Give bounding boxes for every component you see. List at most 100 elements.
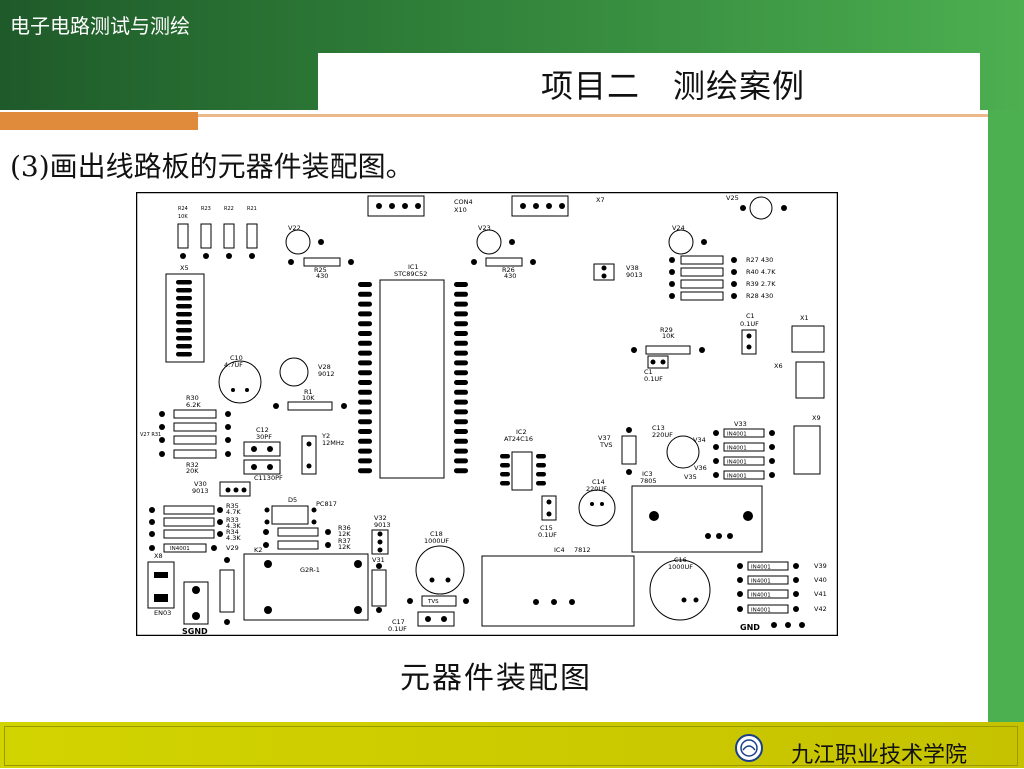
svg-text:9013: 9013 (374, 521, 391, 529)
svg-text:V36: V36 (694, 464, 707, 472)
svg-text:IN4001: IN4001 (751, 565, 771, 571)
svg-text:1000UF: 1000UF (424, 537, 449, 545)
svg-text:C1: C1 (644, 368, 653, 376)
svg-text:30PF: 30PF (256, 433, 272, 441)
svg-text:V23: V23 (478, 224, 491, 232)
svg-text:R22: R22 (224, 206, 234, 212)
svg-text:V24: V24 (672, 224, 685, 232)
diagram-caption: 元器件装配图 (400, 661, 592, 696)
svg-text:V22: V22 (288, 224, 301, 232)
svg-text:R28 430: R28 430 (746, 292, 773, 300)
svg-text:7805: 7805 (640, 477, 657, 485)
svg-text:V33: V33 (734, 420, 747, 428)
svg-text:C13: C13 (652, 424, 665, 432)
svg-text:IN4001: IN4001 (727, 446, 747, 452)
svg-text:D5: D5 (288, 496, 297, 504)
svg-text:9012: 9012 (318, 370, 335, 378)
svg-text:7812: 7812 (574, 546, 591, 554)
svg-text:SGND: SGND (182, 627, 208, 636)
svg-text:430: 430 (316, 272, 328, 280)
svg-text:X9: X9 (812, 414, 821, 422)
svg-text:X1: X1 (800, 314, 809, 322)
svg-text:R27 430: R27 430 (746, 256, 773, 264)
svg-text:0.1UF: 0.1UF (740, 320, 759, 328)
svg-text:R35: R35 (226, 502, 239, 510)
svg-text:C14: C14 (592, 478, 605, 486)
svg-text:20K: 20K (186, 467, 199, 475)
svg-text:G2R-1: G2R-1 (300, 566, 320, 574)
svg-text:R32: R32 (186, 461, 199, 469)
svg-text:X8: X8 (154, 552, 163, 560)
capacitor-c18 (415, 545, 465, 595)
svg-text:V40: V40 (814, 576, 827, 584)
connector-x7 (511, 195, 569, 217)
svg-text:TVS: TVS (599, 441, 613, 449)
svg-text:AT24C16: AT24C16 (504, 435, 533, 443)
svg-text:V29: V29 (226, 544, 239, 552)
svg-text:V41: V41 (814, 590, 827, 598)
svg-text:C1130PF: C1130PF (254, 474, 283, 482)
right-green-strip (988, 110, 1024, 725)
svg-text:V28: V28 (318, 363, 331, 371)
svg-text:R1: R1 (304, 388, 313, 396)
svg-text:IC4: IC4 (554, 546, 565, 554)
svg-text:R25: R25 (314, 266, 327, 274)
svg-text:V31: V31 (372, 556, 385, 564)
svg-text:IN4001: IN4001 (727, 432, 747, 438)
svg-text:IN4001: IN4001 (751, 593, 771, 599)
school-name: 九江职业技术学院 (790, 743, 967, 768)
svg-text:IC1: IC1 (408, 263, 419, 271)
svg-text:V27 R31: V27 R31 (140, 432, 161, 438)
svg-text:C10: C10 (230, 354, 243, 362)
svg-text:R40 4.7K: R40 4.7K (746, 268, 776, 276)
svg-text:9013: 9013 (626, 271, 643, 279)
svg-text:430: 430 (504, 272, 516, 280)
svg-text:R37: R37 (338, 537, 351, 545)
svg-text:R30: R30 (186, 394, 199, 402)
svg-text:10K: 10K (302, 394, 315, 402)
svg-text:C17: C17 (392, 618, 405, 626)
capacitor-c16 (649, 559, 711, 621)
svg-text:R21: R21 (247, 206, 257, 212)
svg-text:TVS: TVS (427, 599, 439, 605)
svg-text:V25: V25 (726, 194, 739, 202)
svg-text:R24: R24 (178, 206, 188, 212)
svg-text:4.3K: 4.3K (226, 534, 241, 542)
svg-text:V37: V37 (598, 434, 611, 442)
relay-k2 (243, 553, 369, 621)
svg-text:C12: C12 (256, 426, 269, 434)
svg-text:V30: V30 (194, 480, 207, 488)
svg-text:R23: R23 (201, 206, 211, 212)
svg-text:10K: 10K (662, 332, 675, 340)
svg-text:C1: C1 (746, 312, 755, 320)
svg-text:IC3: IC3 (642, 470, 653, 478)
svg-text:4.3K: 4.3K (226, 522, 241, 530)
pcb-assembly-diagram: CON4 X10 X7 V25 R24 R23 R22 R21 10K V22 … (136, 192, 838, 636)
transistor-v28 (279, 357, 309, 387)
svg-text:R26: R26 (502, 266, 515, 274)
connector-x5 (165, 273, 205, 363)
svg-text:6.2K: 6.2K (186, 401, 201, 409)
svg-text:IN4001: IN4001 (170, 546, 190, 552)
svg-text:IN4001: IN4001 (727, 474, 747, 480)
regulator-ic3 (631, 485, 763, 553)
svg-text:10K: 10K (178, 214, 188, 220)
svg-text:0.1UF: 0.1UF (538, 531, 557, 539)
svg-text:PC817: PC817 (316, 500, 337, 508)
ic1-chip (379, 279, 445, 479)
footer-frame: 九江职业技术学院 (4, 726, 1018, 768)
svg-text:4.7UF: 4.7UF (224, 361, 243, 369)
subtitle: (3)画出线路板的元器件装配图。 (10, 150, 414, 183)
capacitor-c13 (666, 435, 700, 469)
svg-text:V38: V38 (626, 264, 639, 272)
title-box: 项目二 测绘案例 (318, 53, 980, 110)
svg-text:12MHz: 12MHz (322, 439, 345, 447)
connector-x10 (367, 195, 425, 217)
svg-text:0.1UF: 0.1UF (388, 625, 407, 633)
school-logo-icon (735, 734, 763, 762)
svg-text:EN03: EN03 (154, 609, 171, 617)
svg-text:V35: V35 (684, 473, 697, 481)
svg-text:12K: 12K (338, 530, 351, 538)
header-banner: 电子电路测试与测绘 项目二 测绘案例 (0, 0, 1024, 110)
capacitor-c10 (218, 360, 262, 404)
